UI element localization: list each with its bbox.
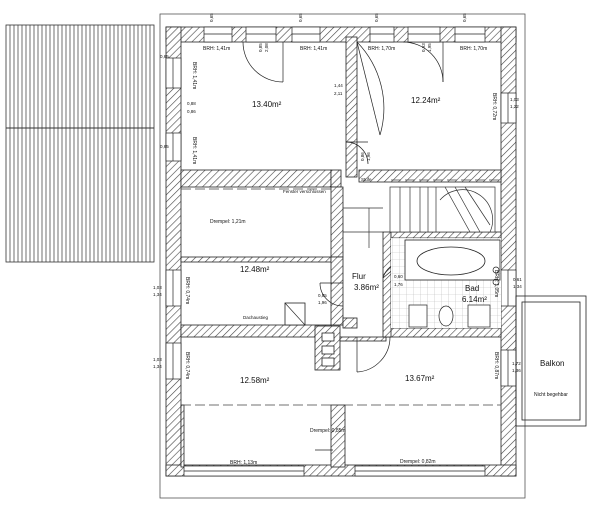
room-area-2: 12.24m² [411,96,441,105]
stufe-label: Stufe [361,177,372,182]
dim-label: 0,65 [209,13,214,22]
dim-label: 1,96 [318,300,327,305]
dim-label: 1,44 [334,83,343,88]
bad-name: Bad [465,284,479,293]
drempel-label: Drempel: 0,85m [310,428,346,434]
brh-label: BRH: 1,13m [230,460,257,466]
outer-frame [159,13,526,499]
flur-area: 3.86m² [354,283,379,292]
dim-label: 0,86 [360,152,365,161]
brh-label: BRH: 0,72m [491,93,497,120]
dim-label: 2,11 [334,91,343,96]
dachaustieg-label: Dachaustieg [243,315,269,320]
room-area-1: 13.40m² [252,100,282,109]
dim-label: 0,60 [394,274,403,279]
dashed-lines [181,179,501,406]
dim-label: 1,96 [366,152,371,161]
brh-label: BRH: 1,70m [460,46,487,52]
dim-label: 0,86 [187,109,196,114]
staircase [343,186,496,248]
drempel-label: Drempel: 1,21m [210,219,246,225]
dim-label: 1,22 [510,104,519,109]
dim-label: 0,85 [258,43,263,52]
brh-label: BRH: 1,05m [493,270,499,297]
dim-label: 1,03 [153,357,162,362]
brh-label: BRH: 0,74m [184,352,190,379]
flur-name: Flur [352,272,366,281]
brh-label: BRH: 1,41m [300,46,327,52]
dim-label: 2,08 [264,43,269,52]
dim-label: 0,65 [160,144,169,149]
balkon-note: Nicht begehbar [534,392,568,398]
windows [165,26,517,477]
dim-label: 0,65 [462,13,467,22]
brh-label: BRH: 1,41m [191,137,197,164]
dim-label: 1,34 [153,364,162,369]
door-swings [242,41,444,451]
dim-label: 0,88 [187,101,196,106]
dim-label: 1,95 [427,43,432,52]
room-area-5: 13.67m² [405,374,435,383]
dim-label: 0,93 [421,43,426,52]
dim-label: 0,85 [318,293,327,298]
drempel-label: Drempel: 0,82m [400,459,436,465]
chimney [321,332,335,367]
brh-label: BRH: 0,87m [493,352,499,379]
dim-label: 1,76 [394,282,403,287]
room-area-3: 12.48m² [240,265,270,274]
fenster-label: Fenster verschlossen [283,189,326,194]
dim-label: 0,61 [513,277,522,282]
dim-label: 1,34 [513,284,522,289]
brh-label: BRH: 1,41m [191,62,197,89]
dim-label: 1,03 [510,97,519,102]
balkon-label: Balkon [540,359,564,368]
brh-label: BRH: 0,74m [184,277,190,304]
dim-label: 1,72 [512,361,521,366]
dim-label: 0,65 [160,54,169,59]
roof-slope [5,24,155,263]
bad-area: 6.14m² [462,295,487,304]
brh-label: BRH: 1,41m [203,46,230,52]
bathroom [391,238,501,328]
dim-label: 1,03 [153,285,162,290]
dim-label: 0,65 [298,13,303,22]
dim-label: 1,34 [153,292,162,297]
room-area-4: 12.58m² [240,376,270,385]
dim-label: 1,36 [512,368,521,373]
dim-label: 0,65 [374,13,379,22]
balcony [515,295,587,427]
brh-label: BRH: 1,70m [368,46,395,52]
